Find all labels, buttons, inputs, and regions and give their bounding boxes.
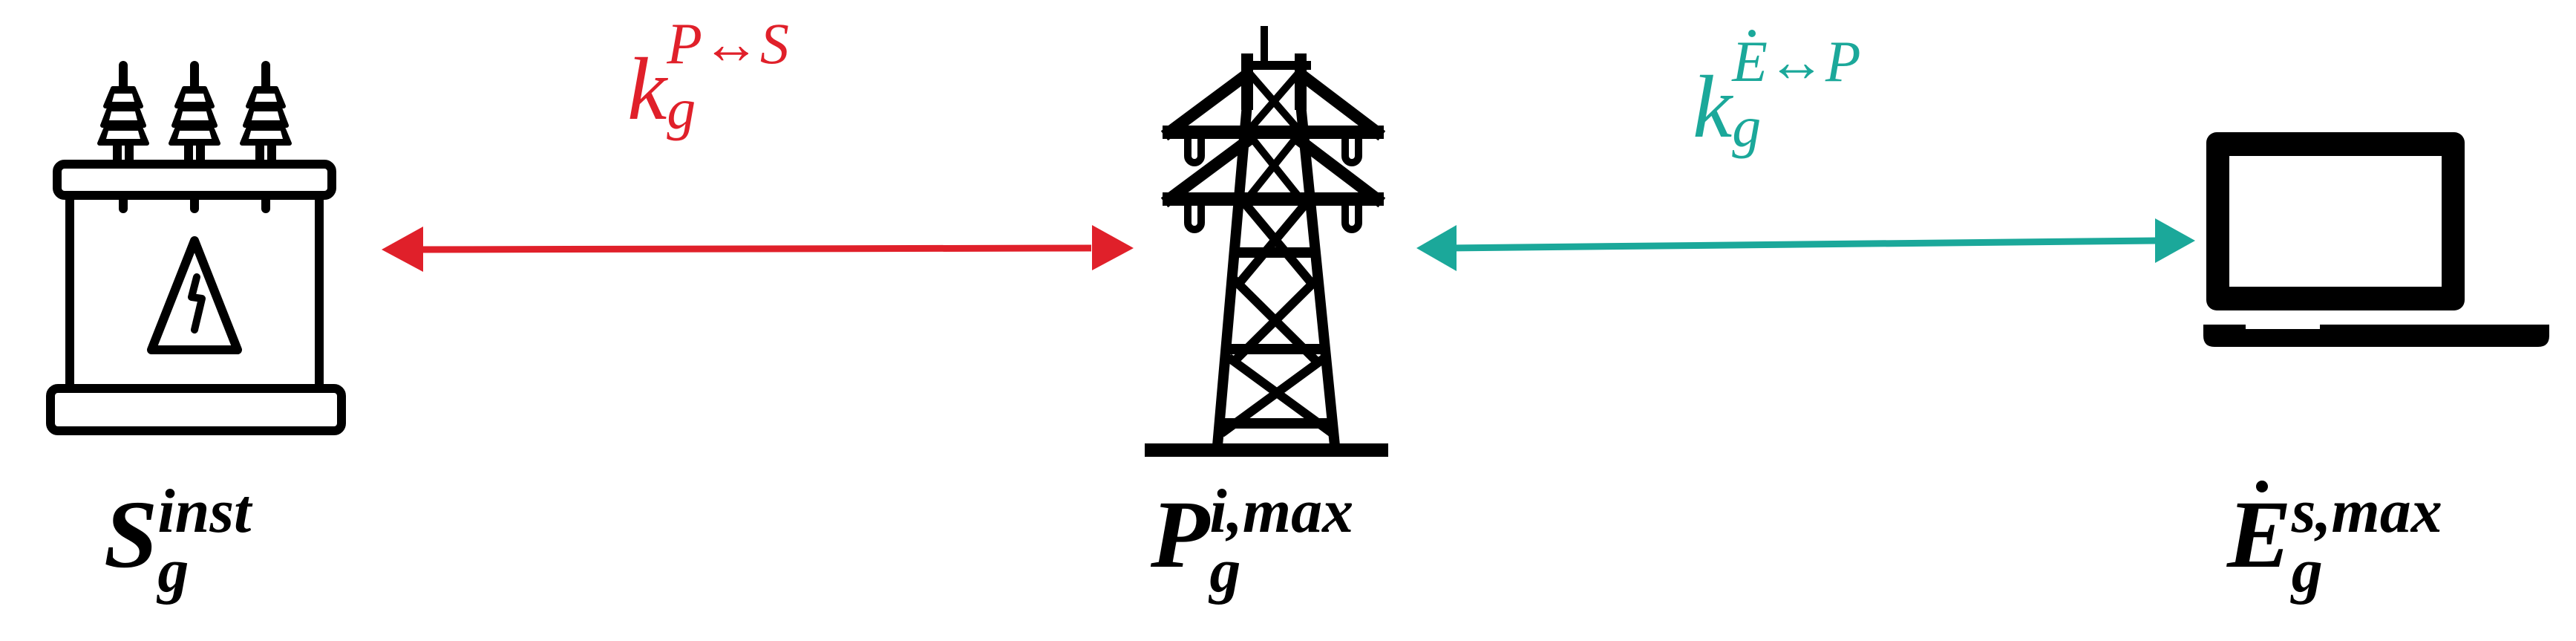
coef-superscript: P↔S [667, 15, 789, 73]
e-p-coefficient-label: k E↔P g [1693, 30, 1861, 156]
coef-symbol: k [1693, 57, 1733, 156]
e-p-link-arrow [1416, 218, 2195, 271]
bushing-1 [97, 61, 149, 169]
laptop-icon [2203, 132, 2549, 347]
transmission-tower-icon [1145, 26, 1388, 457]
p-s-link-arrow [382, 225, 1134, 272]
coef-symbol: k [627, 39, 667, 138]
sup-from: P [667, 11, 702, 76]
label-subscript: g [157, 536, 189, 605]
label-symbol: E [2227, 481, 2292, 588]
label-superscript: s,max [2291, 477, 2442, 546]
arrowhead-right [2155, 218, 2195, 263]
sup-to: P [1825, 29, 1861, 94]
coef-subscript: g [1732, 94, 1762, 159]
label-subscript: g [2291, 536, 2323, 605]
tower-label: P i,max g [1151, 481, 1353, 602]
bushing-2 [169, 61, 220, 169]
sup-to: S [759, 11, 789, 76]
laptop-label: E s,max g [2227, 481, 2442, 602]
label-subscript: g [1209, 536, 1241, 605]
transformer-icon [46, 61, 346, 435]
coef-superscript: E↔P [1732, 29, 1861, 94]
arrowhead-left [1416, 225, 1457, 271]
sup-from: E [1732, 29, 1768, 94]
label-symbol: S [104, 481, 158, 588]
label-symbol: P [1151, 481, 1210, 588]
label-superscript: i,max [1209, 477, 1354, 546]
label-superscript: inst [157, 477, 252, 546]
bidirectional-arrow-glyph: ↔ [702, 11, 760, 76]
bidirectional-arrow-glyph: ↔ [1767, 29, 1825, 94]
arrowhead-left [382, 227, 423, 272]
coef-subscript: g [667, 77, 696, 141]
arrowhead-right [1092, 225, 1134, 270]
transformer-label: S inst g [104, 481, 251, 602]
p-s-coefficient-label: k P↔S g [627, 15, 789, 138]
bushing-3 [240, 61, 292, 169]
